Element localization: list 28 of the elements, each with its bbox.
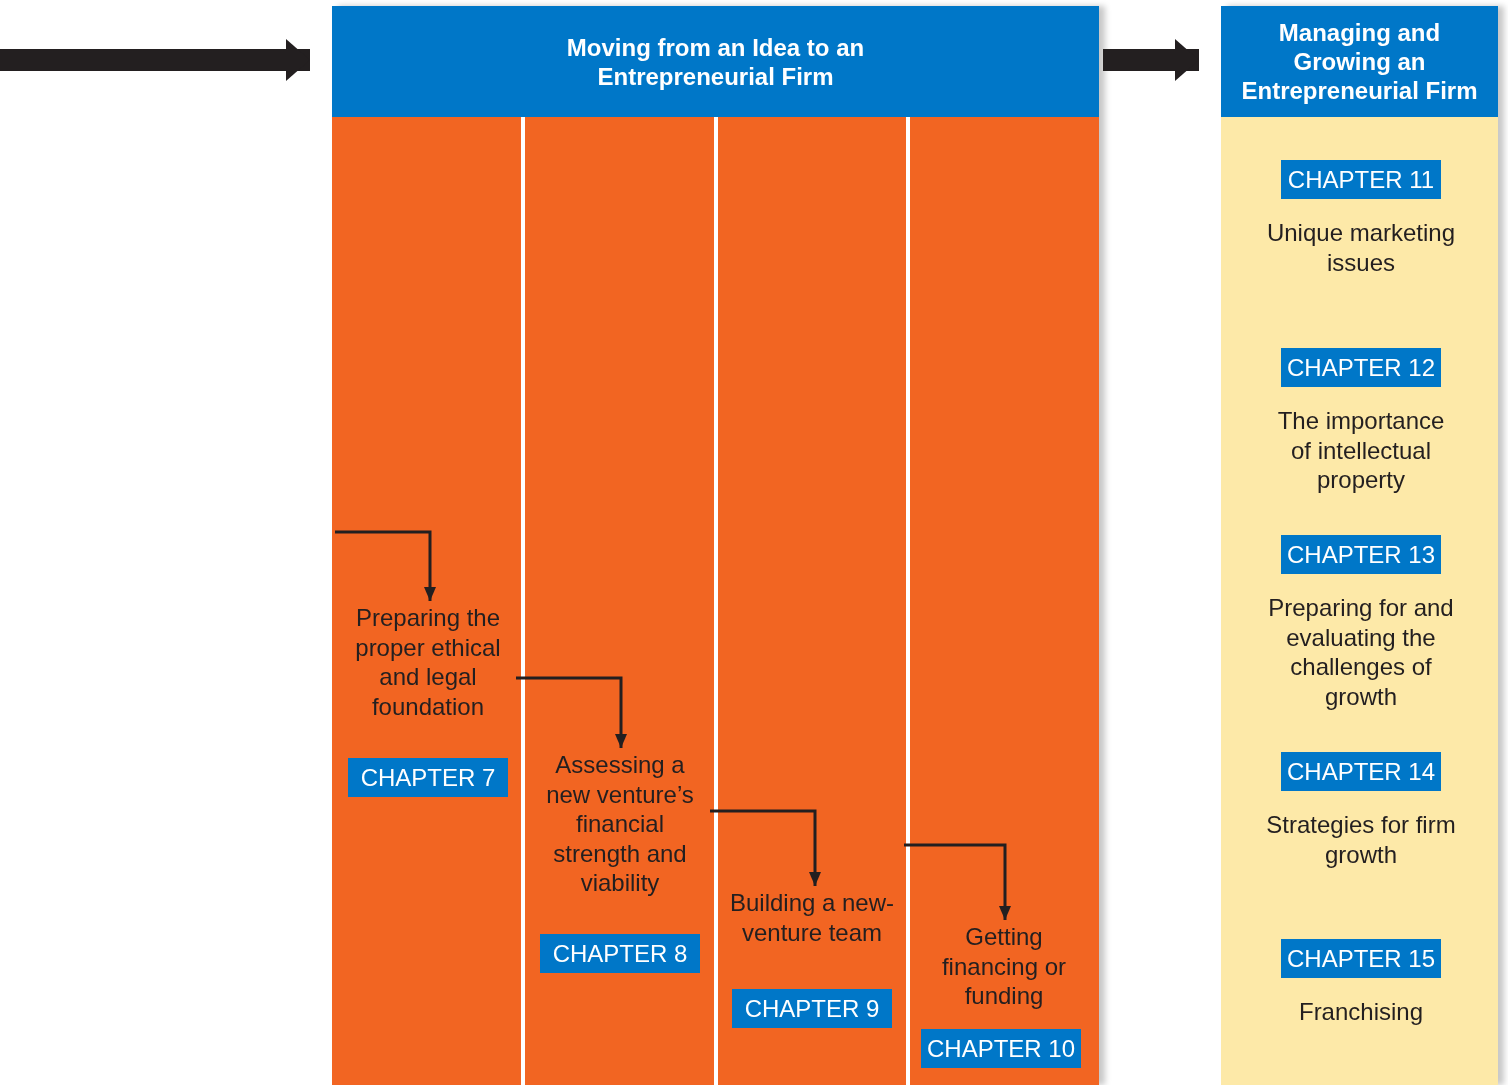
- panel-header: Managing and Growing an Entrepreneurial Firm: [1221, 6, 1498, 117]
- chapter-badge: CHAPTER 10: [921, 1029, 1081, 1068]
- block-arrow: [0, 39, 310, 81]
- chapter-badge: CHAPTER 9: [732, 989, 892, 1028]
- chapter-badge: CHAPTER 14: [1281, 752, 1441, 791]
- chapter-topic: Preparing for and evaluating the challenges of growth: [1267, 593, 1455, 711]
- chapter-badge: CHAPTER 7: [348, 758, 508, 797]
- step-arrow: [904, 843, 1011, 920]
- process-panel: [332, 6, 1099, 1085]
- chapter-badge: CHAPTER 12: [1281, 348, 1441, 387]
- block-arrow: [1103, 39, 1199, 81]
- step-description: Getting financing or funding: [932, 922, 1076, 1012]
- panel-header: Moving from an Idea to an Entrepreneurial Firm: [332, 6, 1099, 117]
- step-description: Assessing a new venture’s financial strength and viability: [530, 750, 710, 898]
- step-description: Preparing the proper ethical and legal foundation: [340, 603, 516, 721]
- chapter-topic: Strategies for firm growth: [1266, 810, 1456, 869]
- chapter-badge: CHAPTER 11: [1281, 160, 1441, 199]
- step-arrow: [710, 809, 821, 886]
- chapter-badge: CHAPTER 15: [1281, 939, 1441, 978]
- chapter-topic: The importance of intellectual property: [1276, 406, 1446, 495]
- chapter-topic: Franchising: [1297, 997, 1425, 1027]
- step-description: Building a new-venture team: [720, 888, 904, 948]
- growth-panel: [1221, 6, 1498, 1085]
- chapter-topic: Unique marketing issues: [1266, 218, 1456, 277]
- step-arrow: [335, 530, 436, 601]
- step-arrow: [516, 676, 627, 748]
- chapter-badge: CHAPTER 13: [1281, 535, 1441, 574]
- chapter-badge: CHAPTER 8: [540, 934, 700, 973]
